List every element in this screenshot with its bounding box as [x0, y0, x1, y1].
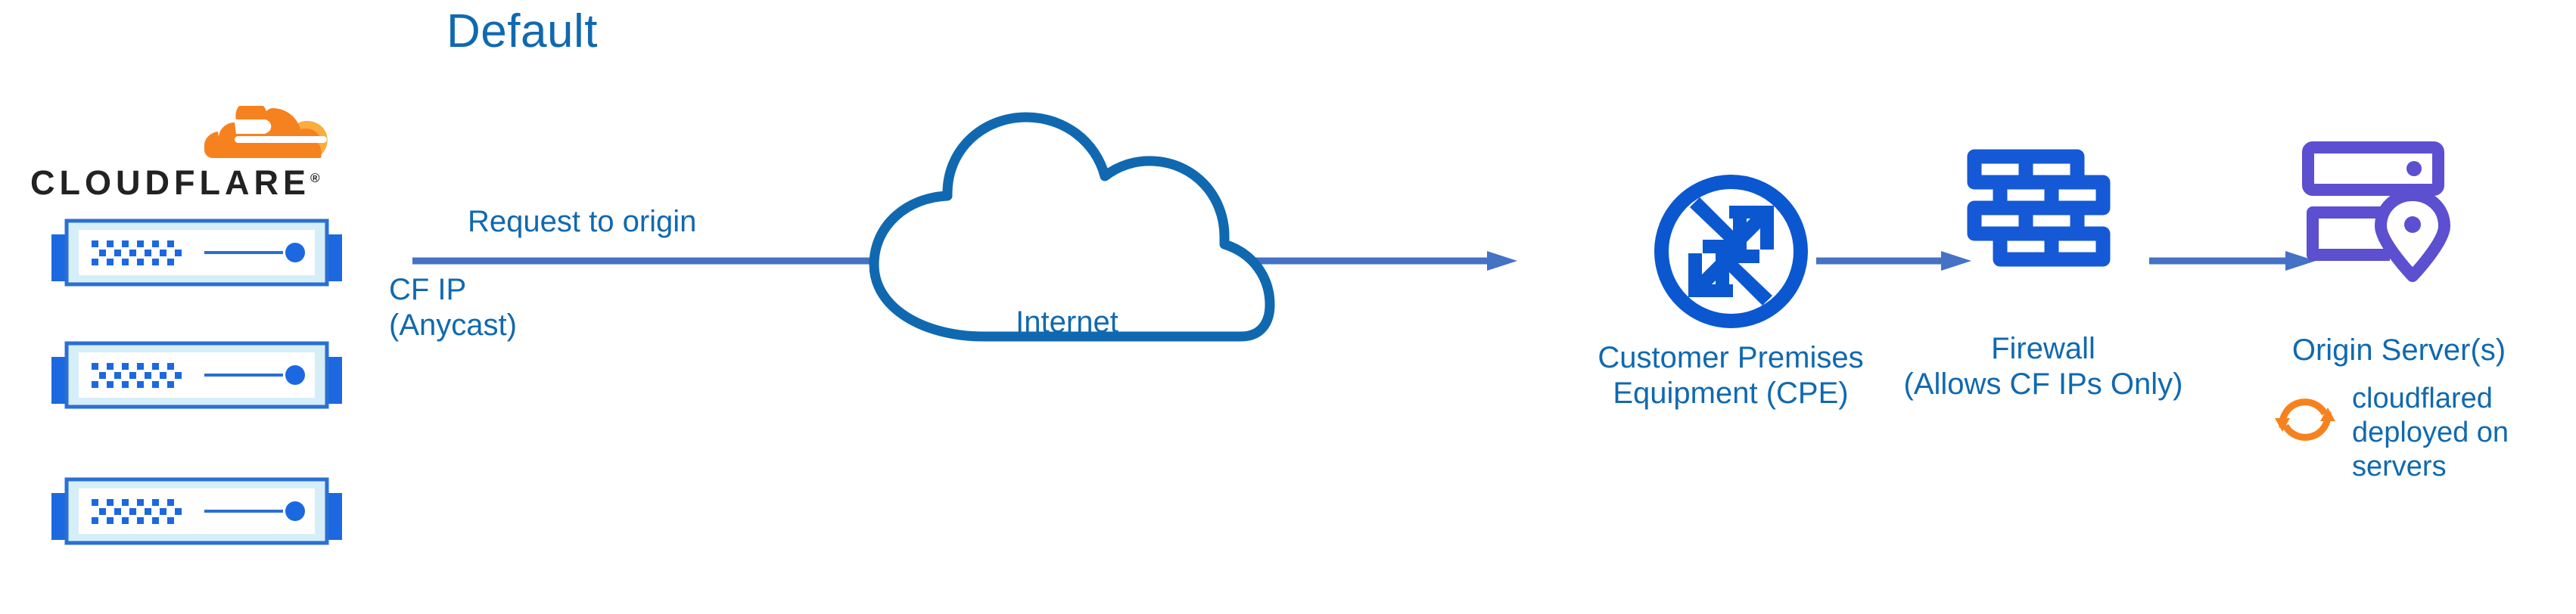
cloudflare-server-2 [29, 340, 362, 420]
brick-wall-icon [1964, 147, 2119, 310]
firewall-label-line1: Firewall [1991, 332, 2095, 365]
cloudflare-logo: CLOUDFLARE® [30, 100, 334, 204]
cloudflare-server-1 [29, 218, 362, 297]
cloud-icon [832, 110, 1302, 359]
firewall-label-line2: (Allows CF IPs Only) [1903, 367, 2183, 402]
cloudflare-cloud-mark-icon [191, 100, 334, 165]
firewall-label: Firewall (Allows CF IPs Only) [1899, 331, 2187, 402]
cloudflared-annotation: cloudflared deployed on servers [2270, 382, 2576, 510]
cloudflared-text-line3: servers [2352, 450, 2447, 482]
cloudflared-text: cloudflared deployed on servers [2352, 382, 2564, 483]
server-location-pin-icon [2302, 140, 2484, 291]
arrow-firewall-to-origin [2149, 250, 2316, 272]
internet-label: Internet [1016, 305, 1118, 339]
cf-ip-label-line1: CF IP [389, 273, 467, 306]
cpe-label-line1: Customer Premises [1598, 341, 1864, 374]
cloudflare-server-3 [29, 476, 362, 556]
router-four-arrows-icon [1650, 170, 1812, 333]
cf-ip-label: CF IP (Anycast) [389, 272, 639, 343]
page-title: Default [446, 5, 598, 57]
cloudflare-wordmark: CLOUDFLARE® [30, 163, 320, 203]
origin-server-label: Origin Server(s) [2291, 333, 2506, 367]
cpe-label: Customer Premises Equipment (CPE) [1530, 340, 1931, 411]
request-to-origin-label: Request to origin [468, 205, 697, 238]
cloudflared-text-line2: deployed on [2352, 416, 2509, 448]
cf-ip-label-line2: (Anycast) [389, 309, 517, 343]
refresh-sync-arrows-icon [2270, 388, 2340, 450]
cloudflared-text-line1: cloudflared [2352, 383, 2493, 414]
wordmark-text: CLOUDFLARE [30, 163, 310, 202]
arrow-cpe-to-firewall [1816, 250, 1971, 272]
registered-trademark-mark: ® [310, 171, 320, 185]
cpe-label-line2: Equipment (CPE) [1613, 377, 1849, 411]
